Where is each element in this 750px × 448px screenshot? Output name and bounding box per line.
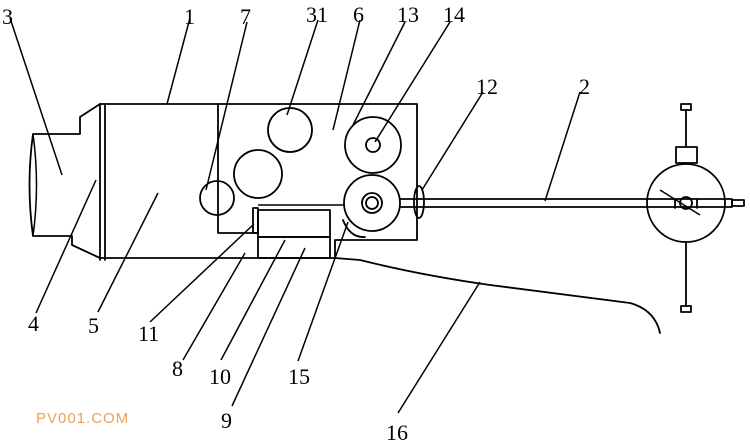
sphere-head	[646, 163, 726, 243]
sphere-bottom-knob	[680, 305, 692, 313]
nozzle-inner	[32, 133, 38, 237]
lens-part-12	[413, 185, 425, 219]
label-12: 12	[476, 74, 498, 99]
leader-lines	[9, 17, 581, 414]
roller-part-13	[344, 116, 402, 174]
sphere-center-bars	[674, 199, 698, 209]
sphere-top-cap	[675, 146, 698, 164]
rod-tip	[731, 199, 745, 207]
label-2: 2	[579, 74, 590, 99]
shield-part-15	[342, 219, 366, 238]
handle-part-16	[334, 257, 661, 334]
label-10: 10	[209, 364, 231, 389]
label-3: 3	[2, 4, 13, 29]
watermark: PV001.COM	[36, 410, 130, 427]
block-part-11	[252, 207, 259, 234]
roller-upper-left	[233, 149, 283, 199]
roller-part-31	[267, 107, 313, 153]
label-31: 31	[306, 2, 328, 27]
nozzle-part-3	[28, 103, 101, 259]
label-4: 4	[28, 311, 39, 336]
label-15: 15	[288, 364, 310, 389]
box-part-9	[257, 236, 331, 259]
box-part-10	[257, 209, 331, 238]
label-14: 14	[443, 2, 465, 27]
roller-lower	[343, 174, 401, 232]
flange-part-4	[99, 103, 106, 261]
roller-core-part-14	[365, 137, 381, 153]
roller-part-7	[199, 180, 235, 216]
label-6: 6	[353, 2, 364, 27]
roller-lower-core-inner	[365, 196, 379, 210]
label-16: 16	[386, 420, 408, 445]
label-1: 1	[184, 4, 195, 29]
label-13: 13	[397, 2, 419, 27]
label-8: 8	[172, 356, 183, 381]
label-11: 11	[138, 321, 159, 346]
label-5: 5	[88, 313, 99, 338]
roller-lower-core-outer	[361, 192, 383, 214]
label-7: 7	[240, 4, 251, 29]
sphere-top-knob	[680, 103, 692, 111]
label-9: 9	[221, 408, 232, 433]
sphere-inner-link	[659, 189, 701, 216]
